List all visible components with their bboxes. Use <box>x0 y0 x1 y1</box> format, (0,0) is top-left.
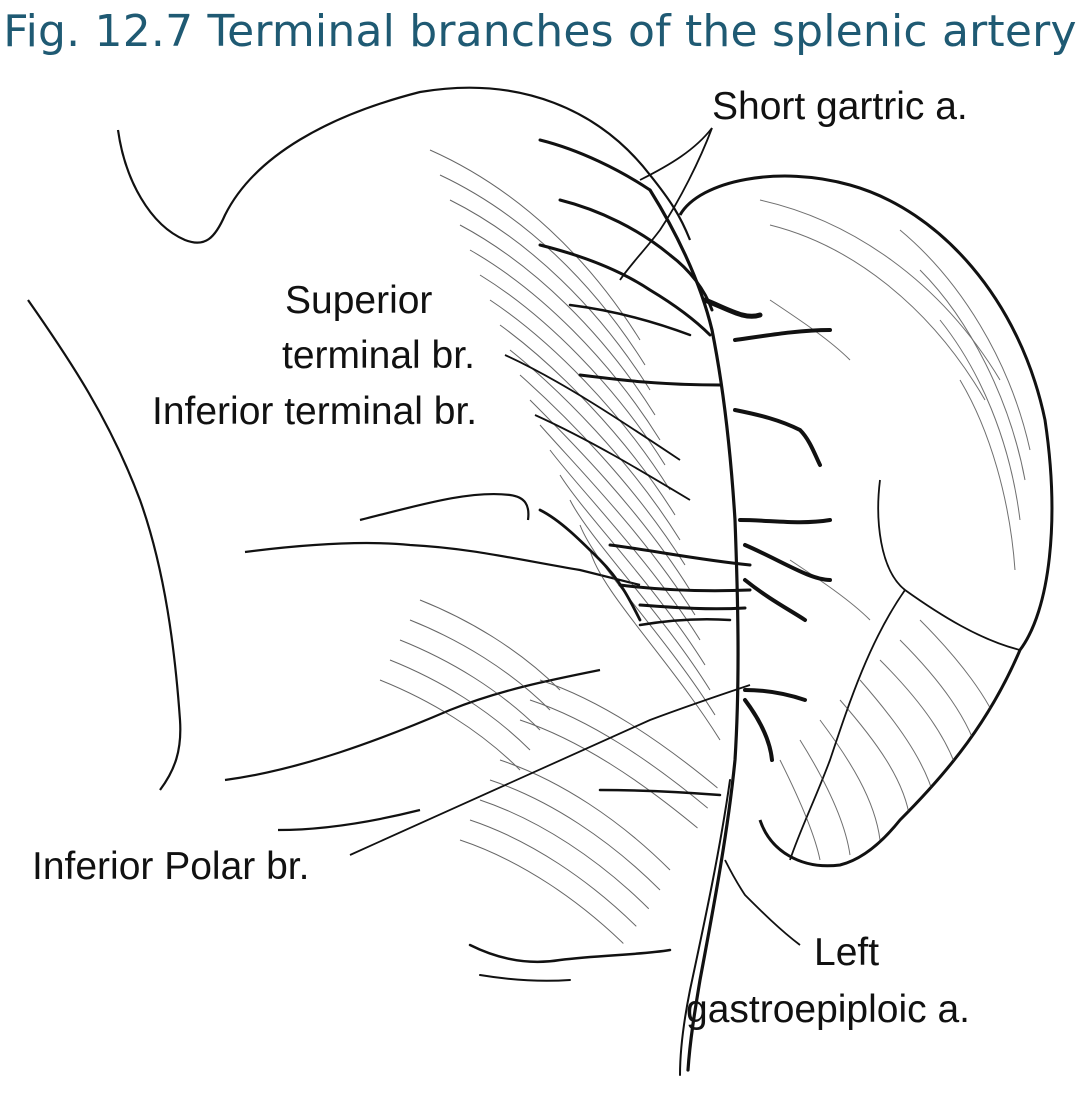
inferior-polar-label: Inferior Polar br. <box>32 845 310 888</box>
figure-title: Fig. 12.7 Terminal branches of the splen… <box>3 6 1077 57</box>
stomach-hatching <box>379 149 721 951</box>
vessels <box>468 138 832 1076</box>
spleen-outline <box>678 174 1054 868</box>
left-gastroepiploic-label-line1: Left <box>814 931 880 974</box>
superior-terminal-label-line2: terminal br. <box>282 334 475 377</box>
leader-lines <box>349 127 801 946</box>
inferior-terminal-label: Inferior terminal br. <box>152 390 478 433</box>
superior-terminal-label-line1: Superior <box>285 279 433 322</box>
stomach-outline <box>27 86 692 832</box>
spleen-hatching <box>759 199 1031 861</box>
short-gastric-label: Short gartric a. <box>712 85 968 128</box>
left-gastroepiploic-label-line2: gastroepiploic a. <box>686 988 971 1031</box>
